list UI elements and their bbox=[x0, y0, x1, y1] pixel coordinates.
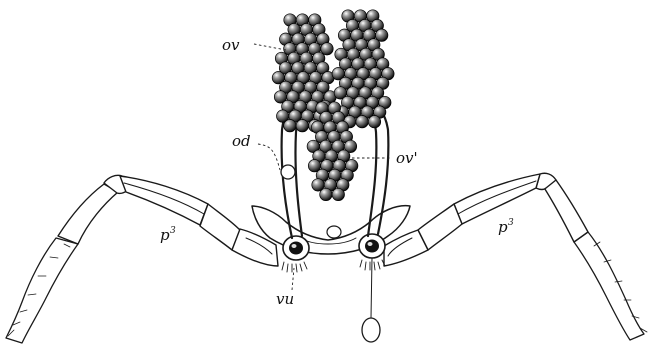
right-leg bbox=[384, 173, 647, 340]
right-ovary bbox=[332, 10, 394, 128]
svg-text:p: p bbox=[498, 218, 508, 236]
leader-ov bbox=[254, 44, 286, 50]
egg bbox=[284, 120, 296, 132]
egg bbox=[356, 116, 368, 128]
right-leg-merus bbox=[454, 174, 540, 224]
egg bbox=[332, 188, 344, 200]
svg-text:3: 3 bbox=[170, 226, 176, 236]
egg bbox=[321, 43, 333, 55]
right-leg-basis bbox=[384, 230, 428, 266]
left-vulva bbox=[282, 236, 309, 272]
egg bbox=[296, 120, 308, 132]
svg-text:3: 3 bbox=[508, 218, 514, 228]
oviduct-bulb bbox=[281, 165, 295, 179]
svg-text:p: p bbox=[160, 226, 170, 244]
left-leg-merus bbox=[120, 176, 208, 225]
label-p3-right: p 3 bbox=[498, 218, 514, 236]
label-vu: vu bbox=[276, 290, 294, 308]
label-p3-left: p 3 bbox=[160, 226, 176, 244]
central-pore bbox=[327, 226, 341, 238]
label-od: od bbox=[232, 132, 251, 150]
hanging-egg bbox=[362, 258, 380, 342]
label-ov-prime: ov' bbox=[396, 149, 418, 167]
right-leg-propodus bbox=[543, 180, 588, 242]
leader-od bbox=[258, 144, 280, 170]
left-leg-dactylus bbox=[6, 238, 78, 343]
right-leg-dactylus bbox=[574, 232, 644, 340]
left-leg-propodus bbox=[58, 184, 118, 244]
left-leg bbox=[6, 175, 278, 343]
egg bbox=[320, 188, 332, 200]
label-ov: ov bbox=[222, 36, 240, 54]
egg bbox=[368, 116, 380, 128]
